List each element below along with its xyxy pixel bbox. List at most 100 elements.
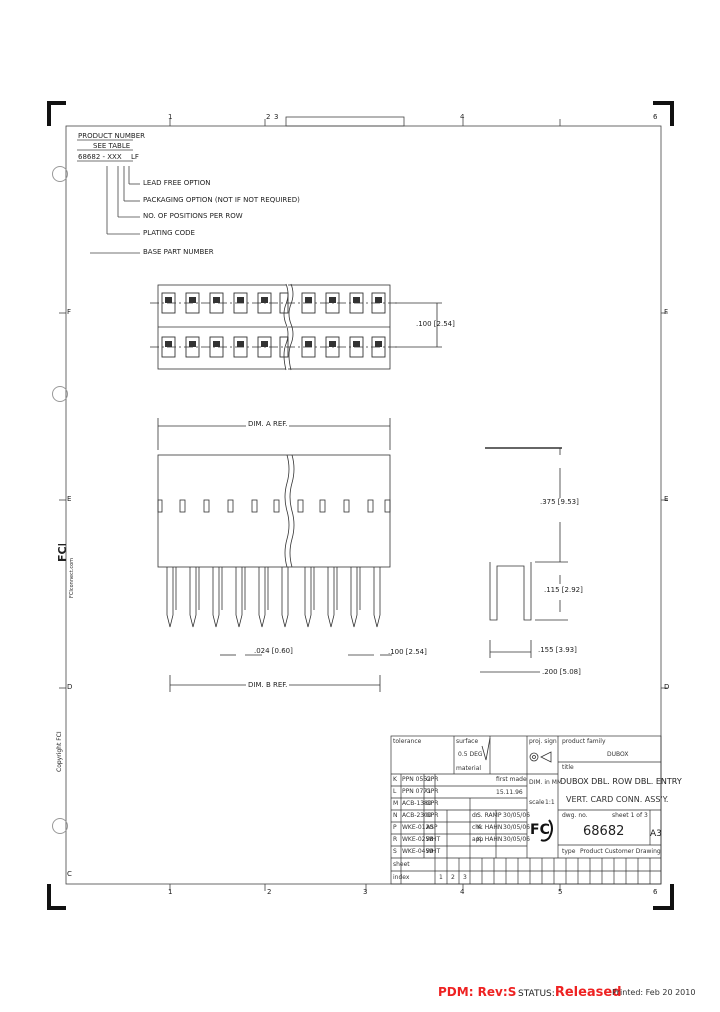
zone-col-6-top: 6 bbox=[653, 113, 658, 121]
legend-suffix: LF bbox=[131, 153, 139, 161]
legend-header: PRODUCT NUMBER bbox=[78, 132, 145, 140]
zone-col-1-top: 1 bbox=[168, 113, 173, 121]
zone-row-d-left: D bbox=[67, 683, 73, 691]
svg-text:FC: FC bbox=[530, 822, 550, 838]
rev-by-p: ASP bbox=[426, 824, 438, 831]
corner-mark-bl-v bbox=[47, 884, 51, 910]
rev-by-n: GPR bbox=[426, 812, 439, 819]
tb-angle: 0.5 DEG bbox=[458, 751, 483, 758]
status-value: Released bbox=[554, 985, 622, 1000]
svg-text:FCI: FCI bbox=[56, 544, 66, 562]
rev-ecn-m: ACB-1380 bbox=[402, 800, 432, 807]
zone-row-d-right: D bbox=[664, 683, 670, 691]
dim-a-ref: DIM. A REF. bbox=[246, 420, 290, 428]
tb-unit: DIM. in MM bbox=[529, 779, 563, 786]
rev-row-m: M bbox=[393, 800, 399, 807]
tb-sheet-row-label: sheet bbox=[393, 861, 410, 868]
rev-ecn-l: PPN 0771 bbox=[402, 788, 431, 795]
fci-logo: FC bbox=[530, 814, 556, 842]
pdm-rev: S bbox=[507, 985, 517, 999]
zone-col-2-bottom: 2 bbox=[267, 888, 272, 896]
dim-pin-dia: .024 [0.60] bbox=[254, 647, 293, 655]
zone-col-5-bottom: 5 bbox=[558, 888, 563, 896]
rev-row-s: S bbox=[393, 848, 397, 855]
pdm-label: PDM: Rev: bbox=[438, 985, 508, 999]
tb-size: A3 bbox=[650, 829, 662, 839]
dim-contact-width: .155 [3.93] bbox=[538, 646, 577, 654]
tb-title-line2: VERT. CARD CONN. ASS'Y. bbox=[566, 795, 669, 804]
approval-dr-name: S. RAMP bbox=[477, 812, 502, 819]
tb-first-made-date: 15.11.96 bbox=[496, 789, 523, 796]
legend-subheader: SEE TABLE bbox=[93, 142, 131, 150]
zone-row-e-left: E bbox=[67, 495, 72, 503]
approval-chk-name: K. HAHN bbox=[477, 824, 503, 831]
rev-by-k: GPR bbox=[426, 776, 439, 783]
legend-code: 68682 - XXX bbox=[78, 153, 122, 161]
tb-dwg-label: dwg. no. bbox=[562, 812, 588, 819]
approval-app-name: K. HAHN bbox=[477, 836, 503, 843]
punch-hole-1 bbox=[52, 166, 68, 182]
zone-col-3-top: 3 bbox=[274, 113, 279, 121]
zone-col-1-bottom: 1 bbox=[168, 888, 173, 896]
tb-sheet-3: 3 bbox=[463, 874, 467, 881]
pdm-revision: PDM: Rev:S bbox=[438, 986, 516, 998]
tb-scale-label: scale bbox=[529, 799, 545, 806]
corner-mark-bl-h bbox=[47, 906, 66, 910]
approval-chk-role: chk bbox=[472, 824, 483, 831]
dim-pitch-bottom: .100 [2.54] bbox=[388, 648, 427, 656]
copyright-text: Copyright FCI bbox=[56, 731, 63, 772]
zone-row-f-right: F bbox=[664, 308, 669, 316]
corner-mark-tl-v bbox=[47, 101, 51, 126]
dim-height: .375 [9.53] bbox=[540, 498, 579, 506]
tb-dwg-number: 68682 bbox=[583, 824, 625, 839]
rev-by-l: GPR bbox=[426, 788, 439, 795]
rev-ecn-k: PPN 0552 bbox=[402, 776, 431, 783]
zone-col-6-bottom: 6 bbox=[653, 888, 658, 896]
zone-row-e-right: E bbox=[664, 495, 669, 503]
tb-title-line1: DUBOX DBL. ROW DBL. ENTRY bbox=[560, 777, 682, 786]
punch-hole-3 bbox=[52, 818, 68, 834]
dim-pitch-top: .100 [2.54] bbox=[416, 320, 455, 328]
tb-first-made-label: first made bbox=[496, 776, 527, 783]
tb-title-label: title bbox=[562, 764, 574, 771]
legend-item-packaging: PACKAGING OPTION (NOT IF NOT REQUIRED) bbox=[143, 196, 300, 204]
dim-row-width: .200 [5.08] bbox=[542, 668, 581, 676]
tb-sheet-1: 1 bbox=[439, 874, 443, 881]
printed-date: Printed: Feb 20 2010 bbox=[612, 988, 696, 997]
tb-type-label: type bbox=[562, 848, 576, 855]
corner-mark-tr-h bbox=[653, 101, 674, 105]
legend-item-plating: PLATING CODE bbox=[143, 229, 195, 237]
rev-ecn-s: WKE-0459 bbox=[402, 848, 434, 855]
status-label: STATUS: bbox=[518, 989, 555, 999]
tb-sheet-2: 2 bbox=[451, 874, 455, 881]
tb-surface-label: surface bbox=[456, 738, 479, 745]
legend-item-positions: NO. OF POSITIONS PER ROW bbox=[143, 212, 243, 220]
tb-family-value: DUBOX bbox=[607, 751, 629, 758]
status: STATUS:Released bbox=[518, 986, 622, 999]
rev-row-p: P bbox=[393, 824, 397, 831]
zone-col-2-top: 2 bbox=[266, 113, 271, 121]
fci-logo-side: FCI bbox=[50, 542, 69, 568]
rev-ecn-p: WKE-0120 bbox=[402, 824, 434, 831]
tb-index-row-label: index bbox=[393, 874, 410, 881]
zone-col-4-top: 4 bbox=[460, 113, 465, 121]
approval-dr-role: dr. bbox=[472, 812, 480, 819]
rev-by-m: GPR bbox=[426, 800, 439, 807]
tb-type-value: Product Customer Drawing bbox=[580, 848, 661, 855]
rev-ecn-r: WKE-0258 bbox=[402, 836, 434, 843]
tb-family-label: product family bbox=[562, 738, 606, 745]
rev-row-n: N bbox=[393, 812, 398, 819]
punch-hole-2 bbox=[52, 386, 68, 402]
dim-pin-length: .115 [2.92] bbox=[544, 586, 583, 594]
approval-chk-date: 30/05/06 bbox=[503, 824, 530, 831]
rev-row-k: K bbox=[393, 776, 397, 783]
zone-col-4-bottom: 4 bbox=[460, 888, 465, 896]
approval-app-date: 30/05/06 bbox=[503, 836, 530, 843]
rev-row-l: L bbox=[393, 788, 397, 795]
legend-item-base: BASE PART NUMBER bbox=[143, 248, 214, 256]
tb-scale-value: 1:1 bbox=[545, 799, 555, 806]
rev-by-s: WHT bbox=[426, 848, 441, 855]
website-text: FCIconnect.com bbox=[69, 557, 75, 598]
corner-mark-br-h bbox=[653, 906, 674, 910]
